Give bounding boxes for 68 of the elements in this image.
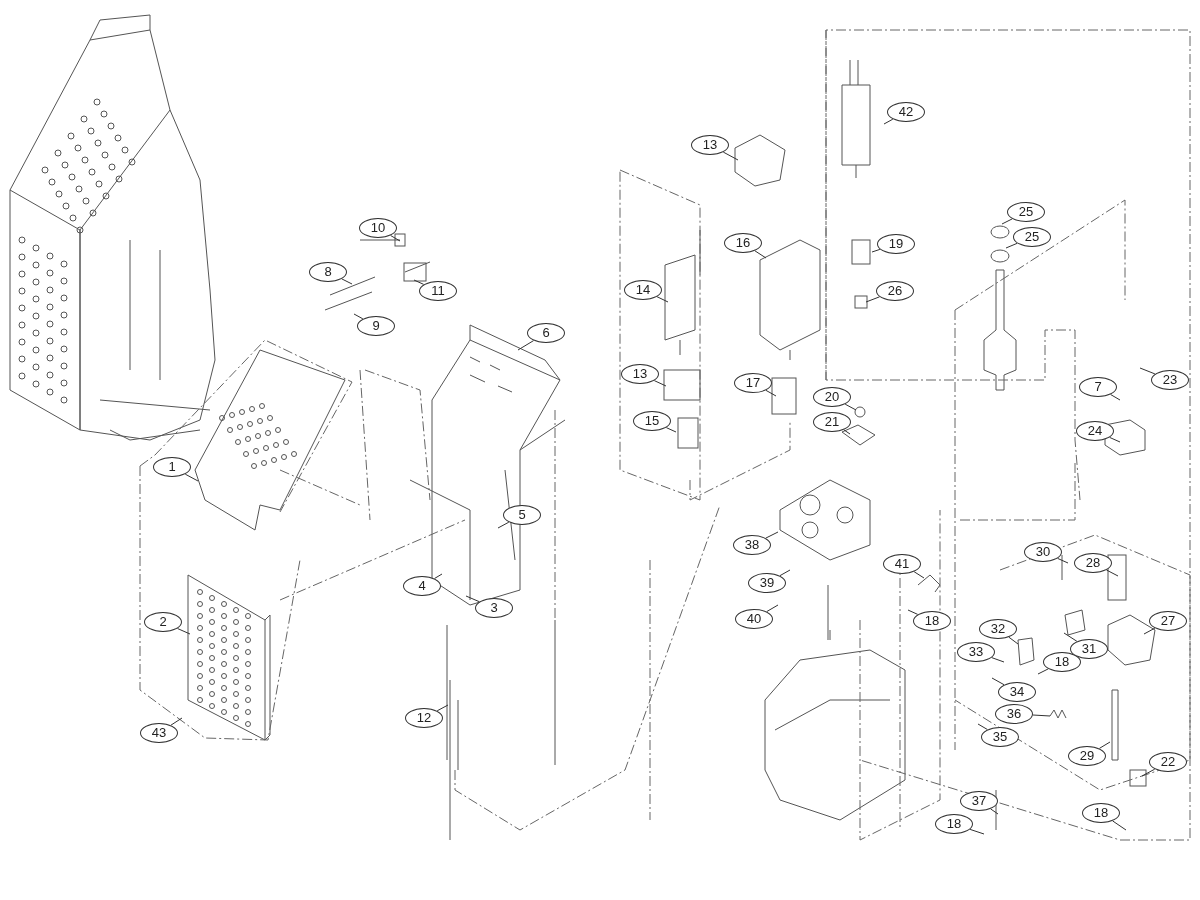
- leader-line: [977, 723, 988, 730]
- callout-number: 19: [877, 234, 915, 254]
- callout-number: 23: [1151, 370, 1189, 390]
- leader-line: [991, 657, 1005, 663]
- leader-line: [843, 429, 851, 435]
- callout-number: 3: [475, 598, 513, 618]
- leader-line: [434, 573, 443, 579]
- callout-number: 33: [957, 642, 995, 662]
- callout-number: 38: [733, 535, 771, 555]
- leader-line: [177, 628, 191, 635]
- callout-number: 32: [979, 619, 1017, 639]
- callout-number: 18: [935, 814, 973, 834]
- leader-line: [766, 604, 779, 613]
- callout-number: 25: [1013, 227, 1051, 247]
- callout-number: 15: [633, 411, 671, 431]
- callout-number: 18: [1043, 652, 1081, 672]
- callout-number: 40: [735, 609, 773, 629]
- callout-number: 35: [981, 727, 1019, 747]
- callout-number: 10: [359, 218, 397, 238]
- callout-number: 31: [1070, 639, 1108, 659]
- leader-line: [1032, 714, 1051, 717]
- callout-number: 41: [883, 554, 921, 574]
- leader-line: [990, 808, 999, 815]
- leader-line: [765, 389, 777, 397]
- callout-number: 28: [1074, 553, 1112, 573]
- callout-number: 29: [1068, 746, 1106, 766]
- callout-number: 18: [1082, 803, 1120, 823]
- callout-number: 8: [309, 262, 347, 282]
- callout-number: 20: [813, 387, 851, 407]
- callout-number: 34: [998, 682, 1036, 702]
- callout-number: 17: [734, 373, 772, 393]
- leader-line: [1112, 820, 1127, 831]
- callout-number: 42: [887, 102, 925, 122]
- leader-line: [1106, 569, 1119, 577]
- leader-line: [1008, 636, 1019, 645]
- callout-number: 9: [357, 316, 395, 336]
- callout-number: 25: [1007, 202, 1045, 222]
- callout-number: 39: [748, 573, 786, 593]
- callout-number: 27: [1149, 611, 1187, 631]
- callout-number: 24: [1076, 421, 1114, 441]
- callout-number: 7: [1079, 377, 1117, 397]
- callout-number: 13: [691, 135, 729, 155]
- leader-line: [779, 569, 791, 577]
- leader-line: [1110, 394, 1121, 401]
- callout-number: 18: [913, 611, 951, 631]
- leader-line: [390, 235, 401, 242]
- callout-number: 37: [960, 791, 998, 811]
- callout-number: 26: [876, 281, 914, 301]
- callout-number: 11: [419, 281, 457, 301]
- leader-line: [871, 248, 881, 253]
- callout-number: 16: [724, 233, 762, 253]
- callout-number: 5: [503, 505, 541, 525]
- callout-number: 12: [405, 708, 443, 728]
- callout-number: 6: [527, 323, 565, 343]
- callout-number: 13: [621, 364, 659, 384]
- callout-number: 43: [140, 723, 178, 743]
- leader-line: [969, 828, 985, 835]
- callout-number: 2: [144, 612, 182, 632]
- callout-number: 30: [1024, 542, 1062, 562]
- leader-line: [1109, 436, 1121, 443]
- callout-number: 22: [1149, 752, 1187, 772]
- leader-line: [1057, 557, 1069, 564]
- callout-number: 1: [153, 457, 191, 477]
- callout-number: 36: [995, 704, 1033, 724]
- leader-line: [991, 677, 1005, 686]
- callout-number: 4: [403, 576, 441, 596]
- callout-number: 14: [624, 280, 662, 300]
- callout-number: 21: [813, 412, 851, 432]
